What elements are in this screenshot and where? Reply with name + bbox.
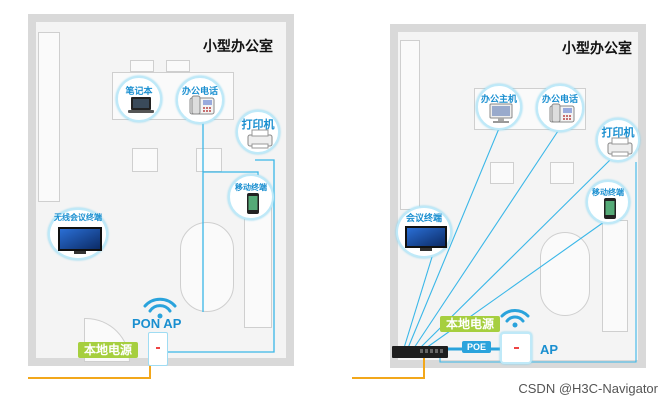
right-printer-device: 打印机 (596, 118, 640, 162)
desk-phone-icon (549, 103, 575, 123)
right-host-label: 办公主机 (480, 94, 517, 104)
left-printer-device: 打印机 (236, 110, 280, 154)
right-ap-led (514, 347, 519, 349)
left-mobile-device: 移动终端 (228, 174, 274, 220)
right-power-tag: 本地电源 (440, 316, 501, 332)
right-poe-switch (392, 346, 448, 358)
right-phone-label: 办公电话 (541, 94, 578, 104)
left-chair-top-1 (130, 60, 154, 72)
right-conference-label: 会议终端 (405, 213, 442, 223)
conference-tv-icon (58, 227, 102, 254)
left-cabinet-2 (196, 148, 222, 172)
desk-phone-icon (189, 95, 215, 115)
right-host-device: 办公主机 (476, 84, 522, 130)
poe-tag: POE (462, 341, 492, 353)
pon-ap-device (148, 332, 168, 366)
left-conference-label: 无线会议终端 (54, 213, 102, 222)
left-cabinet-1 (132, 148, 158, 172)
right-bench (602, 220, 628, 332)
left-mobile-label: 移动终端 (235, 183, 267, 192)
right-ap-device (500, 332, 532, 364)
left-meeting-table (180, 222, 234, 312)
printer-icon (607, 137, 633, 157)
right-title: 小型办公室 (562, 40, 632, 56)
left-shelf (38, 32, 60, 202)
mobile-phone-icon (247, 193, 259, 214)
printer-icon (247, 129, 273, 149)
conference-tv-icon (405, 226, 447, 251)
right-printer-label: 打印机 (601, 127, 635, 139)
mobile-phone-icon (604, 198, 616, 219)
left-conference-device: 无线会议终端 (48, 208, 108, 260)
left-power-tag: 本地电源 (78, 342, 139, 358)
left-chair-top-2 (166, 60, 190, 72)
pon-ap-led (156, 347, 160, 349)
desktop-computer-icon (489, 103, 513, 123)
watermark: CSDN @H3C-Navigator (518, 381, 658, 396)
right-cabinet-2 (550, 162, 574, 184)
right-phone-device: 办公电话 (536, 84, 584, 132)
left-bench (244, 200, 272, 328)
left-phone-label: 办公电话 (181, 86, 218, 96)
right-ap-label: AP (540, 342, 559, 357)
left-laptop-label: 笔记本 (125, 86, 153, 96)
left-printer-label: 打印机 (241, 119, 275, 131)
right-mobile-label: 移动终端 (592, 188, 624, 197)
right-mobile-device: 移动终端 (586, 180, 630, 224)
right-conference-device: 会议终端 (396, 206, 452, 258)
left-laptop-device: 笔记本 (116, 76, 162, 122)
right-meeting-table (540, 232, 590, 316)
left-phone-device: 办公电话 (176, 76, 224, 124)
laptop-icon (128, 97, 154, 113)
left-title: 小型办公室 (203, 38, 273, 54)
left-ap-label: PON AP (132, 316, 182, 331)
right-cabinet-1 (490, 162, 514, 184)
switch-ports (420, 349, 444, 353)
